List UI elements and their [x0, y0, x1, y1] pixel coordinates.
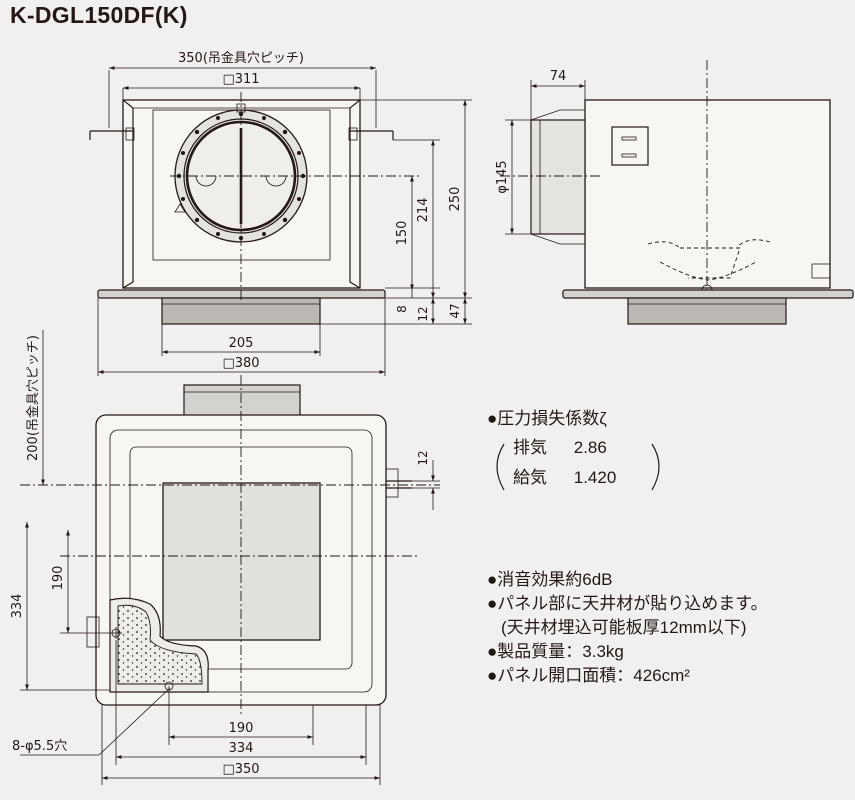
pressure-value: 2.86: [573, 438, 607, 457]
dim-190v: 190: [51, 566, 66, 591]
side-dimensions: 74 φ145: [495, 69, 586, 235]
bottom-view: [20, 375, 440, 715]
dim-12: 12: [416, 306, 430, 321]
dim-334h: 334: [229, 741, 254, 756]
dim-phi145: φ145: [495, 160, 510, 193]
side-view: [500, 60, 854, 325]
feature-item: ●パネル部に天井材が貼り込めます。: [487, 594, 768, 613]
dim-47: 47: [448, 303, 462, 318]
pressure-heading: ●圧力損失係数ζ: [487, 409, 607, 428]
bottom-dimensions: 200(吊金具穴ピッチ) 12 190 334 190 334 □350 8-φ…: [10, 330, 440, 785]
pressure-loss-block: ●圧力損失係数ζ: [487, 407, 607, 431]
dim-8: 8: [395, 305, 409, 313]
feature-item: (天井材埋込可能板厚12mm以下): [501, 618, 747, 637]
dim-74: 74: [550, 69, 567, 84]
feature-item: ●製品質量：3.3kg: [487, 642, 624, 661]
front-dimensions: 350(吊金具穴ピッチ) □311 250 214 150 8 12 47 20…: [97, 50, 472, 376]
pressure-label: 排気: [513, 438, 547, 457]
feature-list: ●消音効果約6dB ●パネル部に天井材が貼り込めます。 (天井材埋込可能板厚12…: [487, 568, 768, 688]
dim-pitch-350: 350(吊金具穴ピッチ): [178, 50, 304, 66]
dim-sq311: □311: [222, 72, 259, 87]
dim-sq380: □380: [222, 356, 259, 371]
model-title: K-DGL150DF(K): [10, 2, 188, 28]
dim-205: 205: [229, 336, 254, 351]
front-view: [89, 92, 420, 325]
dim-sq350: □350: [222, 762, 259, 777]
feature-item: ●パネル開口面積：426cm²: [487, 666, 690, 685]
dim-12b: 12: [416, 450, 430, 465]
pressure-row-supply: 給気 1.420: [513, 466, 616, 490]
dim-pitch-200: 200(吊金具穴ピッチ): [25, 335, 41, 461]
dim-250: 250: [448, 187, 463, 212]
pressure-value: 1.420: [573, 468, 617, 487]
pressure-brackets: [496, 443, 660, 491]
dim-190h: 190: [229, 721, 254, 736]
dim-holes: 8-φ5.5穴: [12, 739, 67, 754]
dim-334v: 334: [10, 594, 25, 619]
feature-item: ●消音効果約6dB: [487, 570, 613, 589]
pressure-label: 給気: [513, 468, 547, 487]
dim-150: 150: [395, 221, 410, 246]
pressure-row-exhaust: 排気 2.86: [513, 436, 607, 460]
dim-214: 214: [416, 198, 431, 223]
